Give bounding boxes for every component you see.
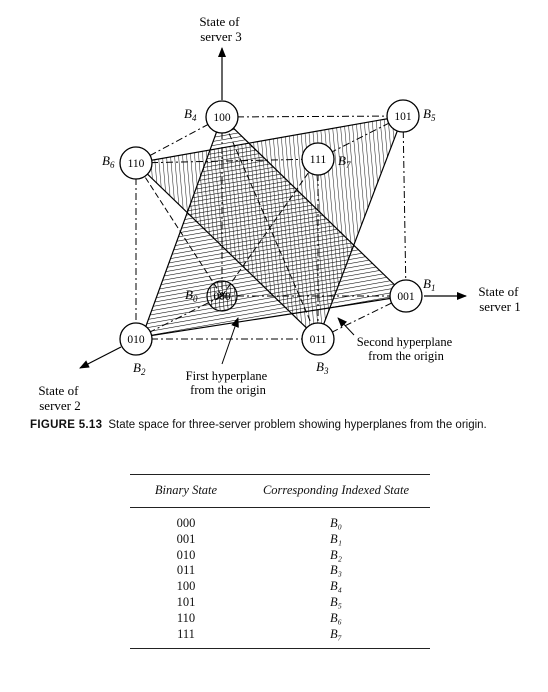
- first-hyperplane-label: First hyperplane from the origin: [186, 369, 271, 397]
- node-001: 001: [389, 279, 423, 313]
- table-bottom-rule: [130, 648, 430, 650]
- server2-axis-arrow: [79, 346, 122, 369]
- table-row: 101 B₅: [130, 595, 430, 611]
- node-000: 000: [206, 280, 238, 312]
- table-row: 100 B₄: [130, 579, 430, 595]
- node-001-code: 001: [397, 291, 415, 303]
- table-row: 011 B₃: [130, 563, 430, 579]
- node-111: 111: [301, 142, 335, 176]
- table-header-rule: [130, 507, 430, 508]
- binary-cell: 010: [176, 547, 196, 562]
- table-top-rule: [130, 474, 430, 475]
- binary-cell: 101: [176, 594, 196, 609]
- second-hyperplane-label: Second hyperplane from the origin: [357, 335, 456, 363]
- table-header: Binary State Corresponding Indexed State: [130, 475, 430, 507]
- node-111-code: 111: [310, 154, 327, 166]
- binary-cell: 001: [176, 531, 196, 546]
- binary-cell: 011: [176, 563, 196, 578]
- node-011-label: B3: [316, 359, 329, 376]
- node-100-label: B4: [184, 106, 197, 123]
- server2-axis-label: State of server 2: [38, 383, 81, 413]
- server1-axis-label: State of server 1: [478, 284, 521, 314]
- state-space-figure: State of server 3 State of server 1 Stat…: [38, 14, 521, 413]
- node-010-code: 010: [127, 334, 145, 346]
- table-row: 010 B₂: [130, 548, 430, 564]
- indexed-cell: B₅: [330, 594, 342, 609]
- node-011-code: 011: [310, 334, 327, 346]
- diagonals: [135, 116, 319, 340]
- node-000-code: 000: [213, 291, 231, 303]
- node-100-code: 100: [213, 112, 231, 124]
- node-111-label: B7: [338, 153, 351, 170]
- server3-axis-label: State of server 3: [199, 14, 242, 44]
- node-000-label: B0: [185, 287, 198, 304]
- caption-text: State space for three-server problem sho…: [108, 419, 487, 431]
- binary-cell: 000: [176, 516, 196, 530]
- table-row: 001 B₁: [130, 532, 430, 548]
- node-100: 100: [205, 100, 239, 134]
- node-001-label: B1: [423, 276, 435, 293]
- second-hyperplane-pointer: [337, 317, 355, 336]
- table-row: 110 B₆: [130, 611, 430, 627]
- figure-caption: FIGURE 5.13 State space for three-server …: [30, 417, 530, 434]
- binary-cell: 110: [176, 610, 196, 625]
- indexed-cell: B₂: [330, 547, 342, 562]
- binary-cell: 100: [176, 579, 196, 594]
- node-010: 010: [119, 322, 153, 356]
- first-hyperplane-pointer: [221, 317, 239, 365]
- node-101-label: B5: [423, 106, 436, 123]
- node-101-code: 101: [394, 111, 412, 123]
- indexed-cell: B₆: [330, 610, 342, 625]
- node-110-code: 110: [128, 158, 145, 170]
- header-binary-state: Binary State: [154, 483, 218, 497]
- indexed-cell: B₁: [330, 531, 342, 546]
- table-row: 111 B₇: [130, 627, 430, 643]
- indexed-cell: B₄: [330, 579, 342, 594]
- figure-number: FIGURE 5.13: [30, 419, 103, 431]
- indexed-cell: B₃: [330, 563, 342, 578]
- node-010-label: B2: [133, 360, 146, 377]
- binary-cell: 111: [177, 626, 195, 641]
- node-110-label: B6: [102, 153, 115, 170]
- header-indexed-state: Corresponding Indexed State: [262, 483, 410, 497]
- node-011: 011: [301, 322, 335, 356]
- state-table: Binary State Corresponding Indexed State…: [130, 474, 430, 650]
- indexed-cell: B₀: [330, 516, 342, 530]
- indexed-cell: B₇: [330, 626, 342, 641]
- table-row: 000 B₀: [130, 516, 430, 532]
- node-110: 110: [119, 146, 153, 180]
- node-101: 101: [386, 99, 420, 133]
